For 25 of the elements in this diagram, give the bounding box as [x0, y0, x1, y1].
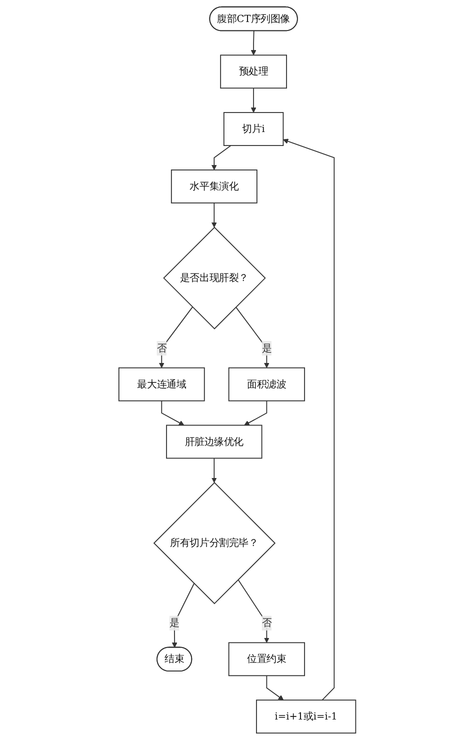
- edge-label: 是: [169, 617, 179, 629]
- arrow: [235, 306, 270, 368]
- arrow: [266, 675, 284, 700]
- node-box: 位置约束: [228, 642, 305, 676]
- arrow: [160, 400, 184, 426]
- arrow: [211, 145, 232, 170]
- arrow: [211, 202, 217, 228]
- arrow: [244, 400, 267, 426]
- node-box: 面积滤波: [228, 367, 305, 402]
- node-box: 预处理: [220, 54, 287, 89]
- arrow: [282, 138, 334, 701]
- edge-label: 否: [262, 617, 272, 629]
- node-box: 切片i: [223, 112, 284, 146]
- node-diamond: 所有切片分割完毕？: [153, 482, 276, 604]
- arrow: [250, 30, 256, 56]
- edge-label: 否: [156, 342, 166, 354]
- arrow: [237, 579, 270, 643]
- node-box: 肝脏边缘优化: [166, 424, 262, 459]
- node-box: 水平集演化: [170, 170, 258, 204]
- edge-label: 是: [262, 342, 272, 354]
- node-diamond: 是否出现肝裂？: [162, 226, 266, 330]
- node-box: i=i+1或i=i-1: [256, 700, 356, 734]
- node-box: 最大连通域: [118, 367, 205, 402]
- arrow: [250, 88, 256, 113]
- arrow: [211, 458, 217, 483]
